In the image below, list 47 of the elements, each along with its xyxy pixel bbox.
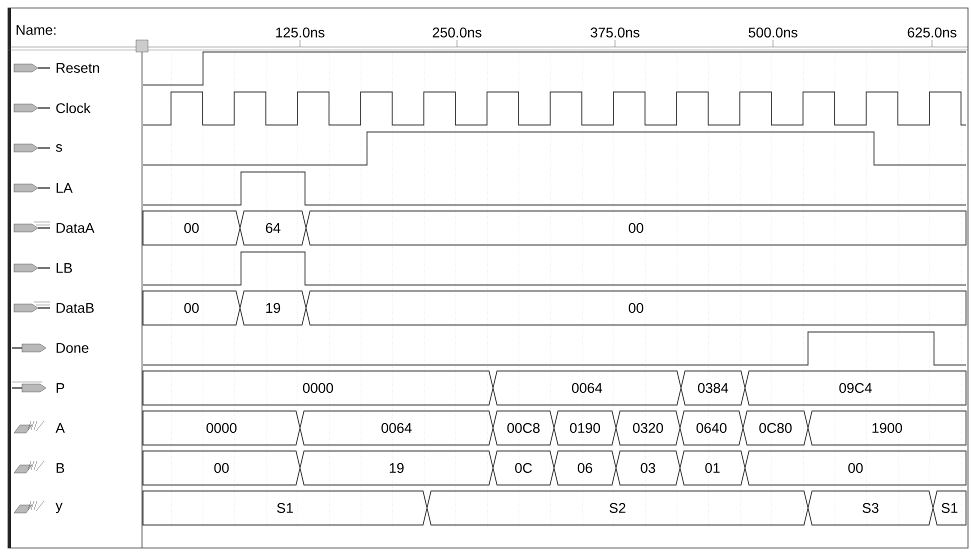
signal-name: LA	[56, 183, 73, 193]
bus-value: 1900	[872, 423, 902, 433]
bus-value: 00	[184, 223, 199, 233]
signal-name: Done	[56, 343, 88, 353]
signal-name: A	[56, 423, 65, 433]
bus-value: 19	[390, 463, 404, 473]
bus-value: 0000	[302, 383, 334, 393]
bus-value: 00	[628, 303, 644, 313]
bus-value: 00	[848, 463, 863, 473]
bus-value: 64	[266, 223, 280, 233]
bus-value: 03	[640, 463, 656, 473]
signal-name: Clock	[56, 102, 91, 114]
bus-value: S1	[277, 503, 293, 513]
bus-value: 0000	[206, 423, 237, 433]
bus-value: 00	[628, 223, 644, 233]
time-label: 250.0ns	[432, 28, 482, 38]
signal-name: Resetn	[56, 63, 99, 73]
signal-name: B	[56, 463, 64, 473]
bus-value: 0C	[515, 463, 532, 473]
bus-value: 00C8	[507, 423, 540, 433]
signal-name: DataA	[56, 223, 94, 233]
bus-value: S3	[862, 503, 878, 513]
signal-name: y	[56, 502, 63, 514]
bus-value: 0064	[572, 383, 602, 393]
bus-value: 01	[705, 463, 720, 473]
bus-value: 0190	[570, 423, 600, 433]
bus-value: 0640	[696, 423, 727, 433]
time-label: 125.0ns	[276, 28, 324, 38]
signal-name: DataB	[56, 303, 94, 313]
bus-value: 19	[266, 303, 280, 313]
signal-name: s	[56, 144, 62, 152]
bus-value: 00	[184, 303, 199, 313]
bus-value: 0384	[698, 383, 728, 393]
bus-value: S2	[610, 503, 626, 513]
column-header: Name:	[16, 25, 56, 35]
bus-value: 06	[578, 463, 592, 473]
bus-value: 0C80	[759, 423, 792, 433]
bus-value: 0320	[632, 423, 664, 433]
time-label: 625.0ns	[908, 28, 956, 38]
signal-name: LB	[56, 263, 72, 273]
bus-value: S1	[942, 503, 958, 513]
signal-name: P	[56, 383, 64, 393]
bus-value: 00	[214, 463, 229, 473]
bus-value: 0064	[381, 423, 412, 433]
bus-value: 09C4	[839, 383, 872, 393]
time-label: 500.0ns	[748, 28, 798, 38]
time-label: 375.0ns	[590, 28, 640, 38]
